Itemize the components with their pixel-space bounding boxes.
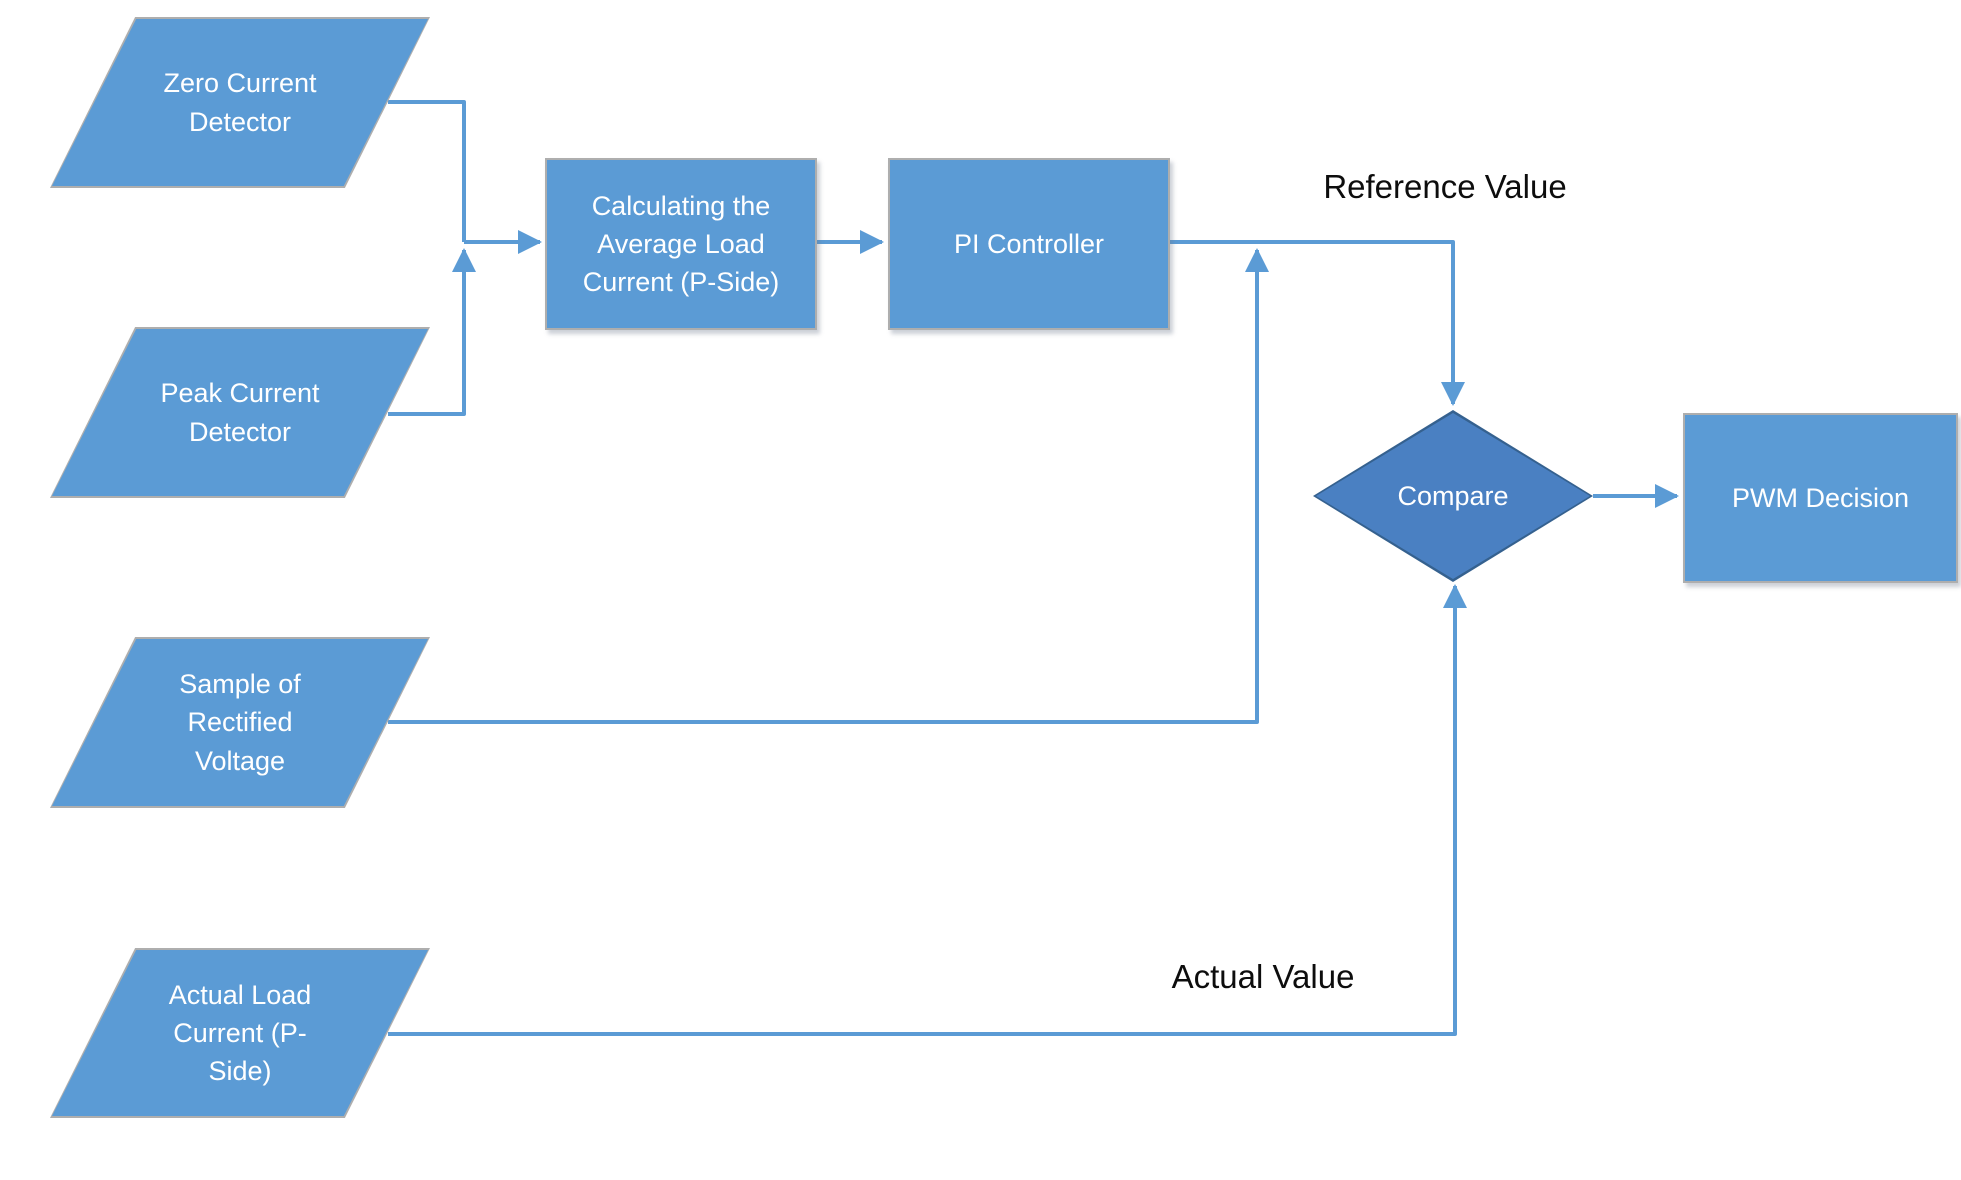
connector-zero-current-to-junction <box>388 100 466 242</box>
node-label: Sample of Rectified Voltage <box>179 669 301 776</box>
node-label: Zero Current Detector <box>163 68 317 137</box>
actual-value-label: Actual Value <box>1171 958 1355 995</box>
node-label: PI Controller <box>953 228 1105 259</box>
node-pwm-decision: PWM Decision <box>1683 413 1958 583</box>
node-peak-current-detector: Peak Current Detector <box>50 327 430 498</box>
connector-pi-controller-to-compare <box>1170 240 1465 406</box>
node-calc-avg-load-current: Calculating the Average Load Current (P-… <box>545 158 817 330</box>
node-label: PWM Decision <box>1731 482 1910 513</box>
connector-peak-current-to-junction <box>388 248 476 416</box>
node-actual-load-current: Actual Load Current (P- Side) <box>50 948 430 1118</box>
connector-actual-load-to-compare <box>388 584 1467 1036</box>
node-sample-rectified-voltage: Sample of Rectified Voltage <box>50 637 430 808</box>
connector-sample-voltage-to-reference-line <box>388 248 1269 724</box>
node-label: Compare <box>1397 480 1509 511</box>
node-label: Actual Load Current (P- Side) <box>168 979 312 1087</box>
node-zero-current-detector: Zero Current Detector <box>50 17 430 188</box>
node-label: Calculating the Average Load Current (P-… <box>582 190 780 298</box>
reference-value-label: Reference Value <box>1323 168 1567 205</box>
node-compare: Compare <box>1313 410 1593 582</box>
node-pi-controller: PI Controller <box>888 158 1170 330</box>
node-label: Peak Current Detector <box>160 378 320 447</box>
